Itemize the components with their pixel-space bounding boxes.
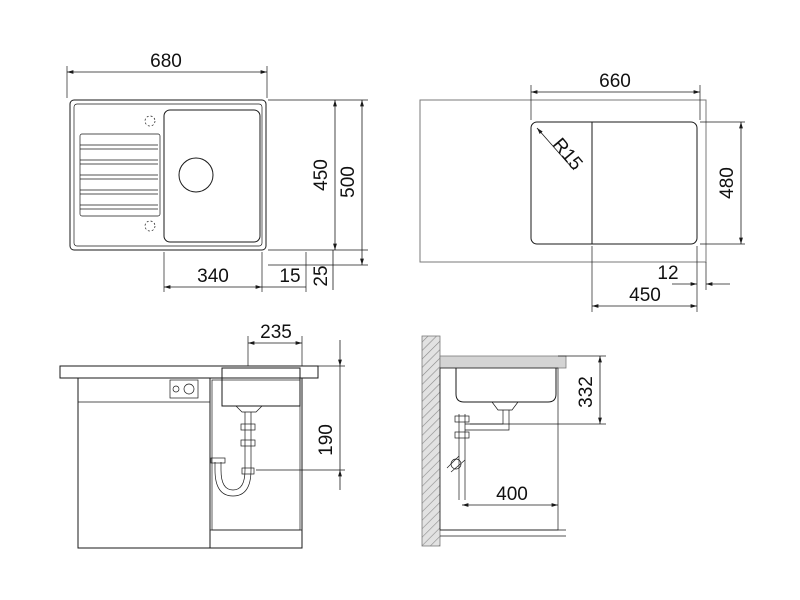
- side-view: 332 400: [421, 335, 606, 547]
- worktop-outline: [419, 99, 707, 263]
- dim-450-height: 450: [311, 159, 332, 191]
- drain-button-icon: [183, 383, 195, 395]
- drain-outlet: [235, 405, 263, 413]
- dim-660: 660: [599, 71, 631, 92]
- dim-332: 332: [576, 376, 597, 408]
- dim-400: 400: [496, 484, 528, 505]
- sink-outline: [69, 99, 267, 251]
- drain-hole: [178, 157, 214, 193]
- side-cabinet: [439, 367, 559, 531]
- drainer-grooves: [79, 133, 161, 217]
- overflow-marker: [144, 220, 156, 232]
- front-view: 235 190: [59, 322, 345, 549]
- sink-rim: [73, 103, 263, 247]
- side-bowl: [455, 368, 557, 403]
- wall-hatch: [421, 335, 441, 547]
- drain-knob-icon: [172, 385, 180, 393]
- siphon-trap: [210, 412, 256, 497]
- dishwasher-cabinet: [77, 377, 211, 549]
- dim-500-height: 500: [338, 166, 359, 198]
- cutout-view: R15 660 480 12 450: [419, 71, 745, 312]
- dim-15: 15: [279, 266, 300, 287]
- cabinet-interior: [211, 379, 301, 531]
- cutout-outline: [530, 121, 698, 245]
- dim-190: 190: [316, 424, 337, 456]
- dim-12: 12: [657, 263, 678, 284]
- front-bowl: [221, 367, 301, 407]
- side-drain-outlet: [491, 401, 519, 411]
- dim-340: 340: [197, 266, 229, 287]
- sink-bowl: [163, 109, 261, 243]
- drain-control-box: [169, 379, 199, 399]
- sink-cabinet: [209, 377, 303, 549]
- worktop-side: [439, 355, 567, 369]
- dim-480: 480: [717, 167, 738, 199]
- top-view: 680 450 500 340 15 25: [66, 51, 368, 292]
- tap-hole-marker: [144, 115, 156, 127]
- dim-r15: R15: [548, 134, 586, 174]
- dim-235: 235: [260, 322, 292, 343]
- dim-25: 25: [311, 265, 332, 286]
- dim-680: 680: [150, 51, 182, 72]
- dim-450-width: 450: [629, 285, 661, 306]
